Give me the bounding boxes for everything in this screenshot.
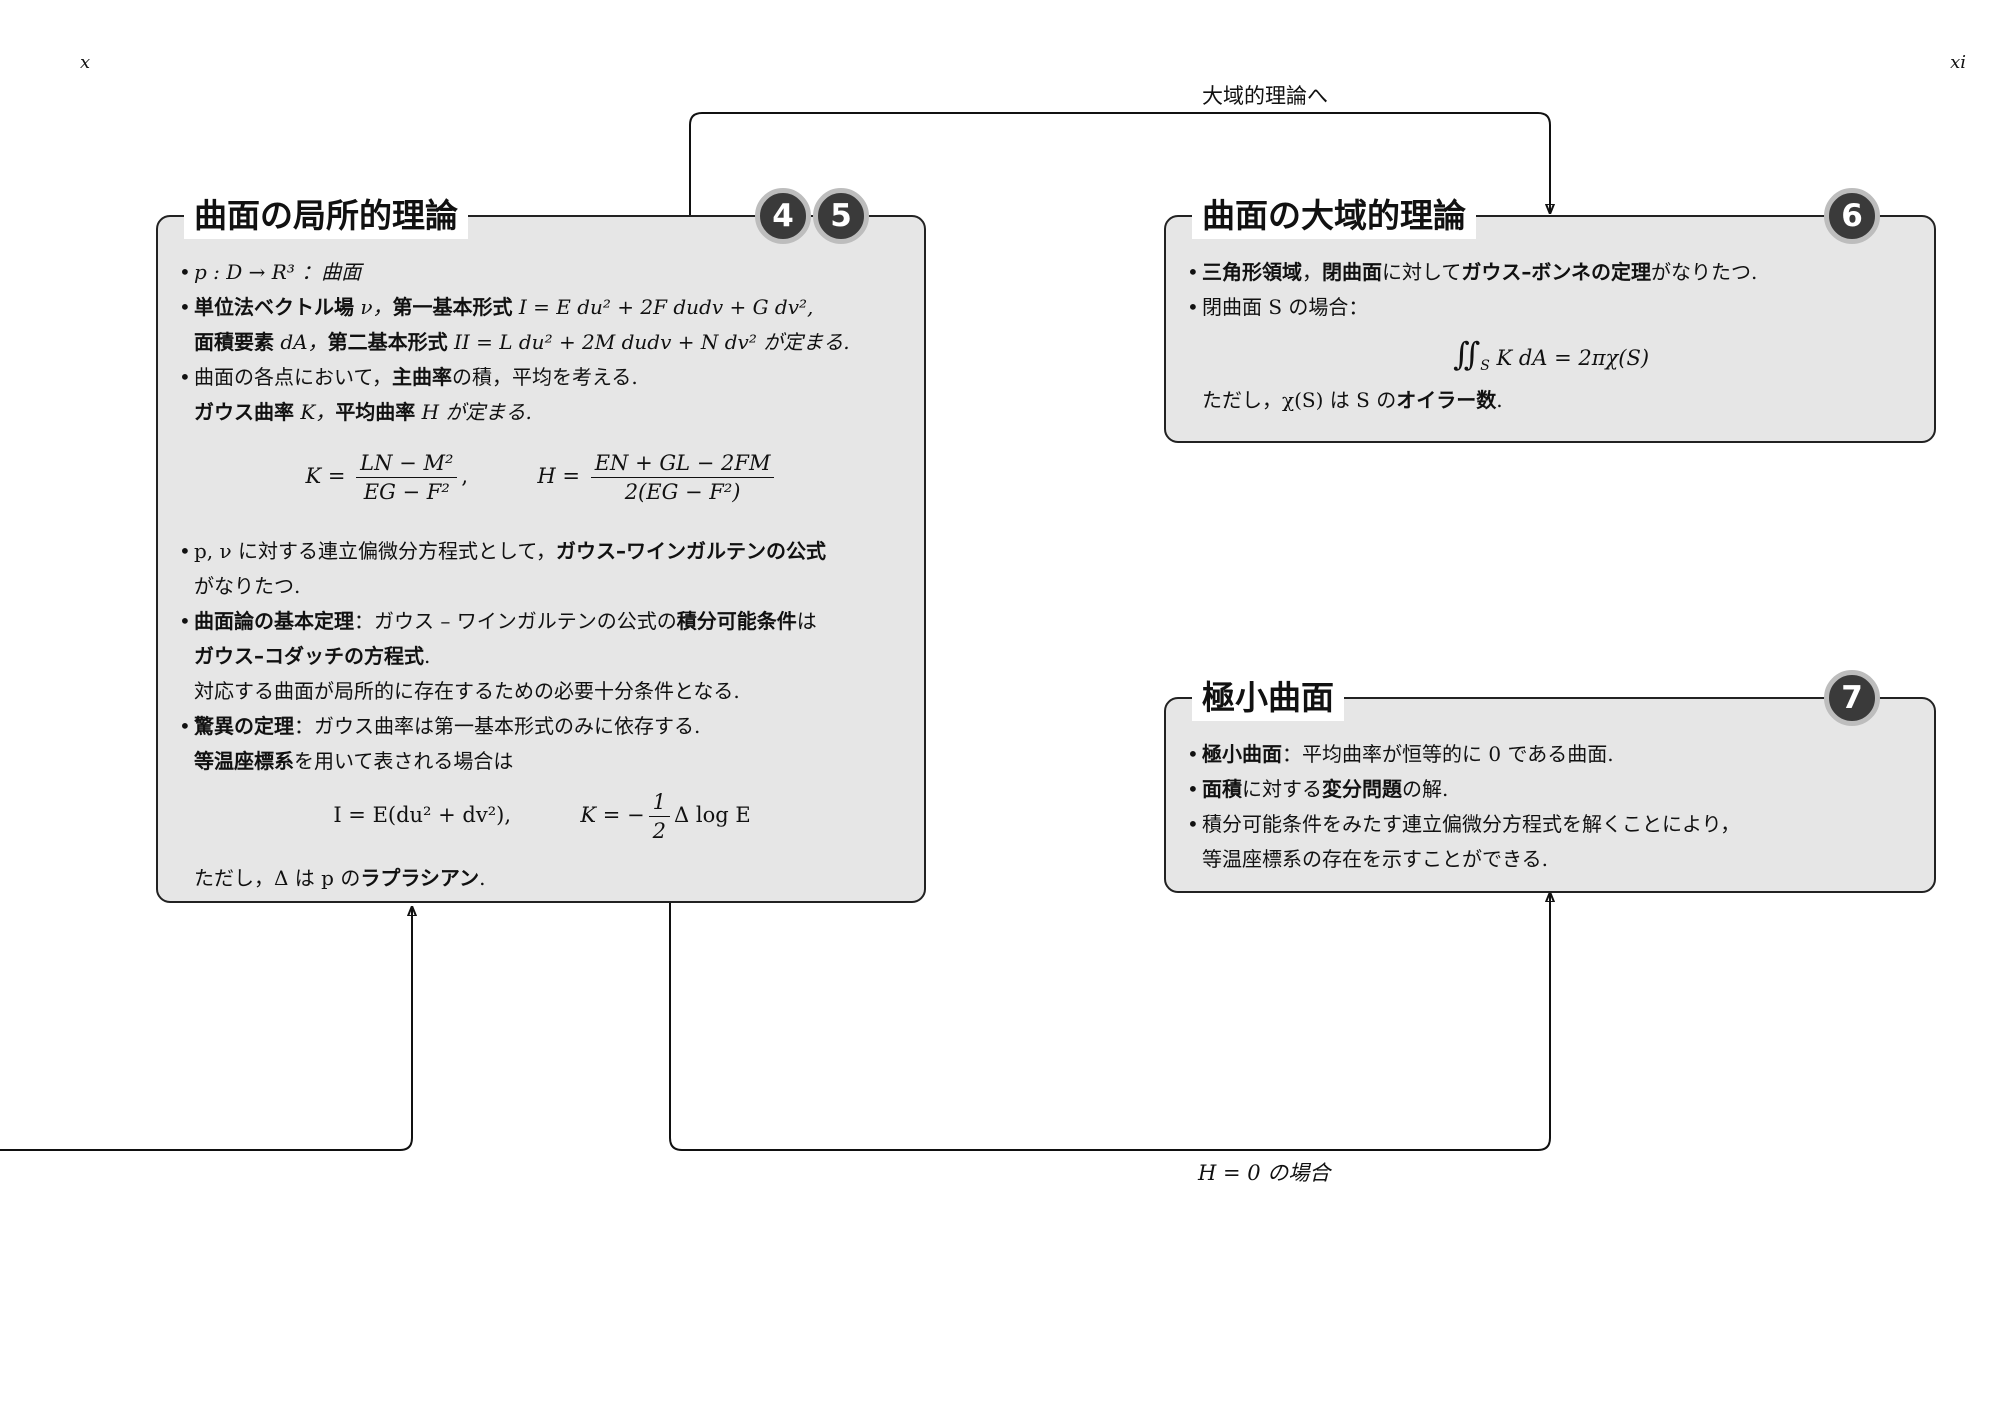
local-theory-box: 曲面の局所的理論 4 5 p : D → R³ ：曲面 単位法ベクトル場 ν，第… bbox=[156, 188, 926, 903]
local-item-curvatures: ガウス曲率 K，平均曲率 H が定まる. bbox=[194, 400, 532, 424]
chapter-badge-4: 4 bbox=[755, 188, 811, 244]
minimal-surface-content: 極小曲面：平均曲率が恒等的に 0 である曲面. 面積に対する変分問題の解. 積分… bbox=[1184, 737, 1918, 877]
chapter-badge-5: 5 bbox=[813, 188, 869, 244]
page-number-right: xi bbox=[1950, 52, 1966, 73]
chapter-badge-7: 7 bbox=[1824, 670, 1880, 726]
global-item-gauss-bonnet: 三角形領域，閉曲面に対してガウス–ボンネの定理がなりたつ. bbox=[1184, 255, 1918, 290]
arrow-local-to-global bbox=[689, 112, 1550, 215]
local-item-gauss-codazzi: ガウス–コダッチの方程式. bbox=[194, 644, 431, 668]
local-theory-content: p : D → R³ ：曲面 単位法ベクトル場 ν，第一基本形式 I = E d… bbox=[176, 255, 908, 896]
minimal-surface-box: 極小曲面 7 極小曲面：平均曲率が恒等的に 0 である曲面. 面積に対する変分問… bbox=[1164, 670, 1936, 893]
edge-label-to-global: 大域的理論へ bbox=[1202, 84, 1328, 108]
global-item-closed-surface: 閉曲面 S の場合： bbox=[1184, 290, 1918, 325]
global-theory-box: 曲面の大域的理論 6 三角形領域，閉曲面に対してガウス–ボンネの定理がなりたつ.… bbox=[1164, 188, 1936, 443]
local-item-isothermal: 等温座標系を用いて表される場合は bbox=[194, 749, 514, 773]
global-item-euler-number: ただし，χ(S) は S のオイラー数. bbox=[1202, 388, 1503, 412]
local-theory-title: 曲面の局所的理論 bbox=[184, 193, 468, 239]
minimal-surface-title: 極小曲面 bbox=[1192, 675, 1344, 721]
global-theory-content: 三角形領域，閉曲面に対してガウス–ボンネの定理がなりたつ. 閉曲面 S の場合：… bbox=[1184, 255, 1918, 418]
local-item-fundamental-theorem: 曲面論の基本定理：ガウス – ワインガルテンの公式の積分可能条件は bbox=[176, 604, 908, 639]
minimal-item-variational: 面積に対する変分問題の解. bbox=[1184, 772, 1918, 807]
local-item-theorema-egregium: 驚異の定理：ガウス曲率は第一基本形式のみに依存する. bbox=[176, 709, 908, 744]
chapter-badge-6: 6 bbox=[1824, 188, 1880, 244]
minimal-item-definition: 極小曲面：平均曲率が恒等的に 0 である曲面. bbox=[1184, 737, 1918, 772]
local-item-gauss-weingarten: p, ν に対する連立偏微分方程式として，ガウス–ワインガルテンの公式 bbox=[176, 534, 908, 569]
equation-gauss-bonnet: ∬S K dA = 2πχ(S) bbox=[1452, 335, 1650, 375]
global-theory-title: 曲面の大域的理論 bbox=[1192, 193, 1476, 239]
page-number-left: x bbox=[80, 52, 91, 73]
local-item-principal-curvature: 曲面の各点において，主曲率の積，平均を考える. bbox=[176, 360, 908, 395]
local-item-fundamental-forms-cont: 面積要素 dA，第二基本形式 II = L du² + 2M dudv + N … bbox=[194, 330, 850, 354]
arrow-local-to-minimal bbox=[669, 893, 1550, 1151]
local-item-gauss-weingarten-cont: がなりたつ. bbox=[194, 574, 301, 598]
local-item-fundamental-forms: 単位法ベクトル場 ν，第一基本形式 I = E du² + 2F dudv + … bbox=[176, 290, 908, 325]
local-item-existence-condition: 対応する曲面が局所的に存在するための必要十分条件となる. bbox=[194, 679, 740, 703]
arrow-incoming-local bbox=[0, 907, 412, 1151]
local-item-surface: p : D → R³ ：曲面 bbox=[176, 255, 908, 290]
minimal-item-pde: 積分可能条件をみたす連立偏微分方程式を解くことにより， bbox=[1184, 807, 1918, 842]
edge-label-h-zero: H = 0 の場合 bbox=[1198, 1161, 1331, 1185]
minimal-item-isothermal-existence: 等温座標系の存在を示すことができる. bbox=[1202, 847, 1548, 871]
local-item-laplacian: ただし，Δ は p のラプラシアン. bbox=[194, 866, 486, 890]
